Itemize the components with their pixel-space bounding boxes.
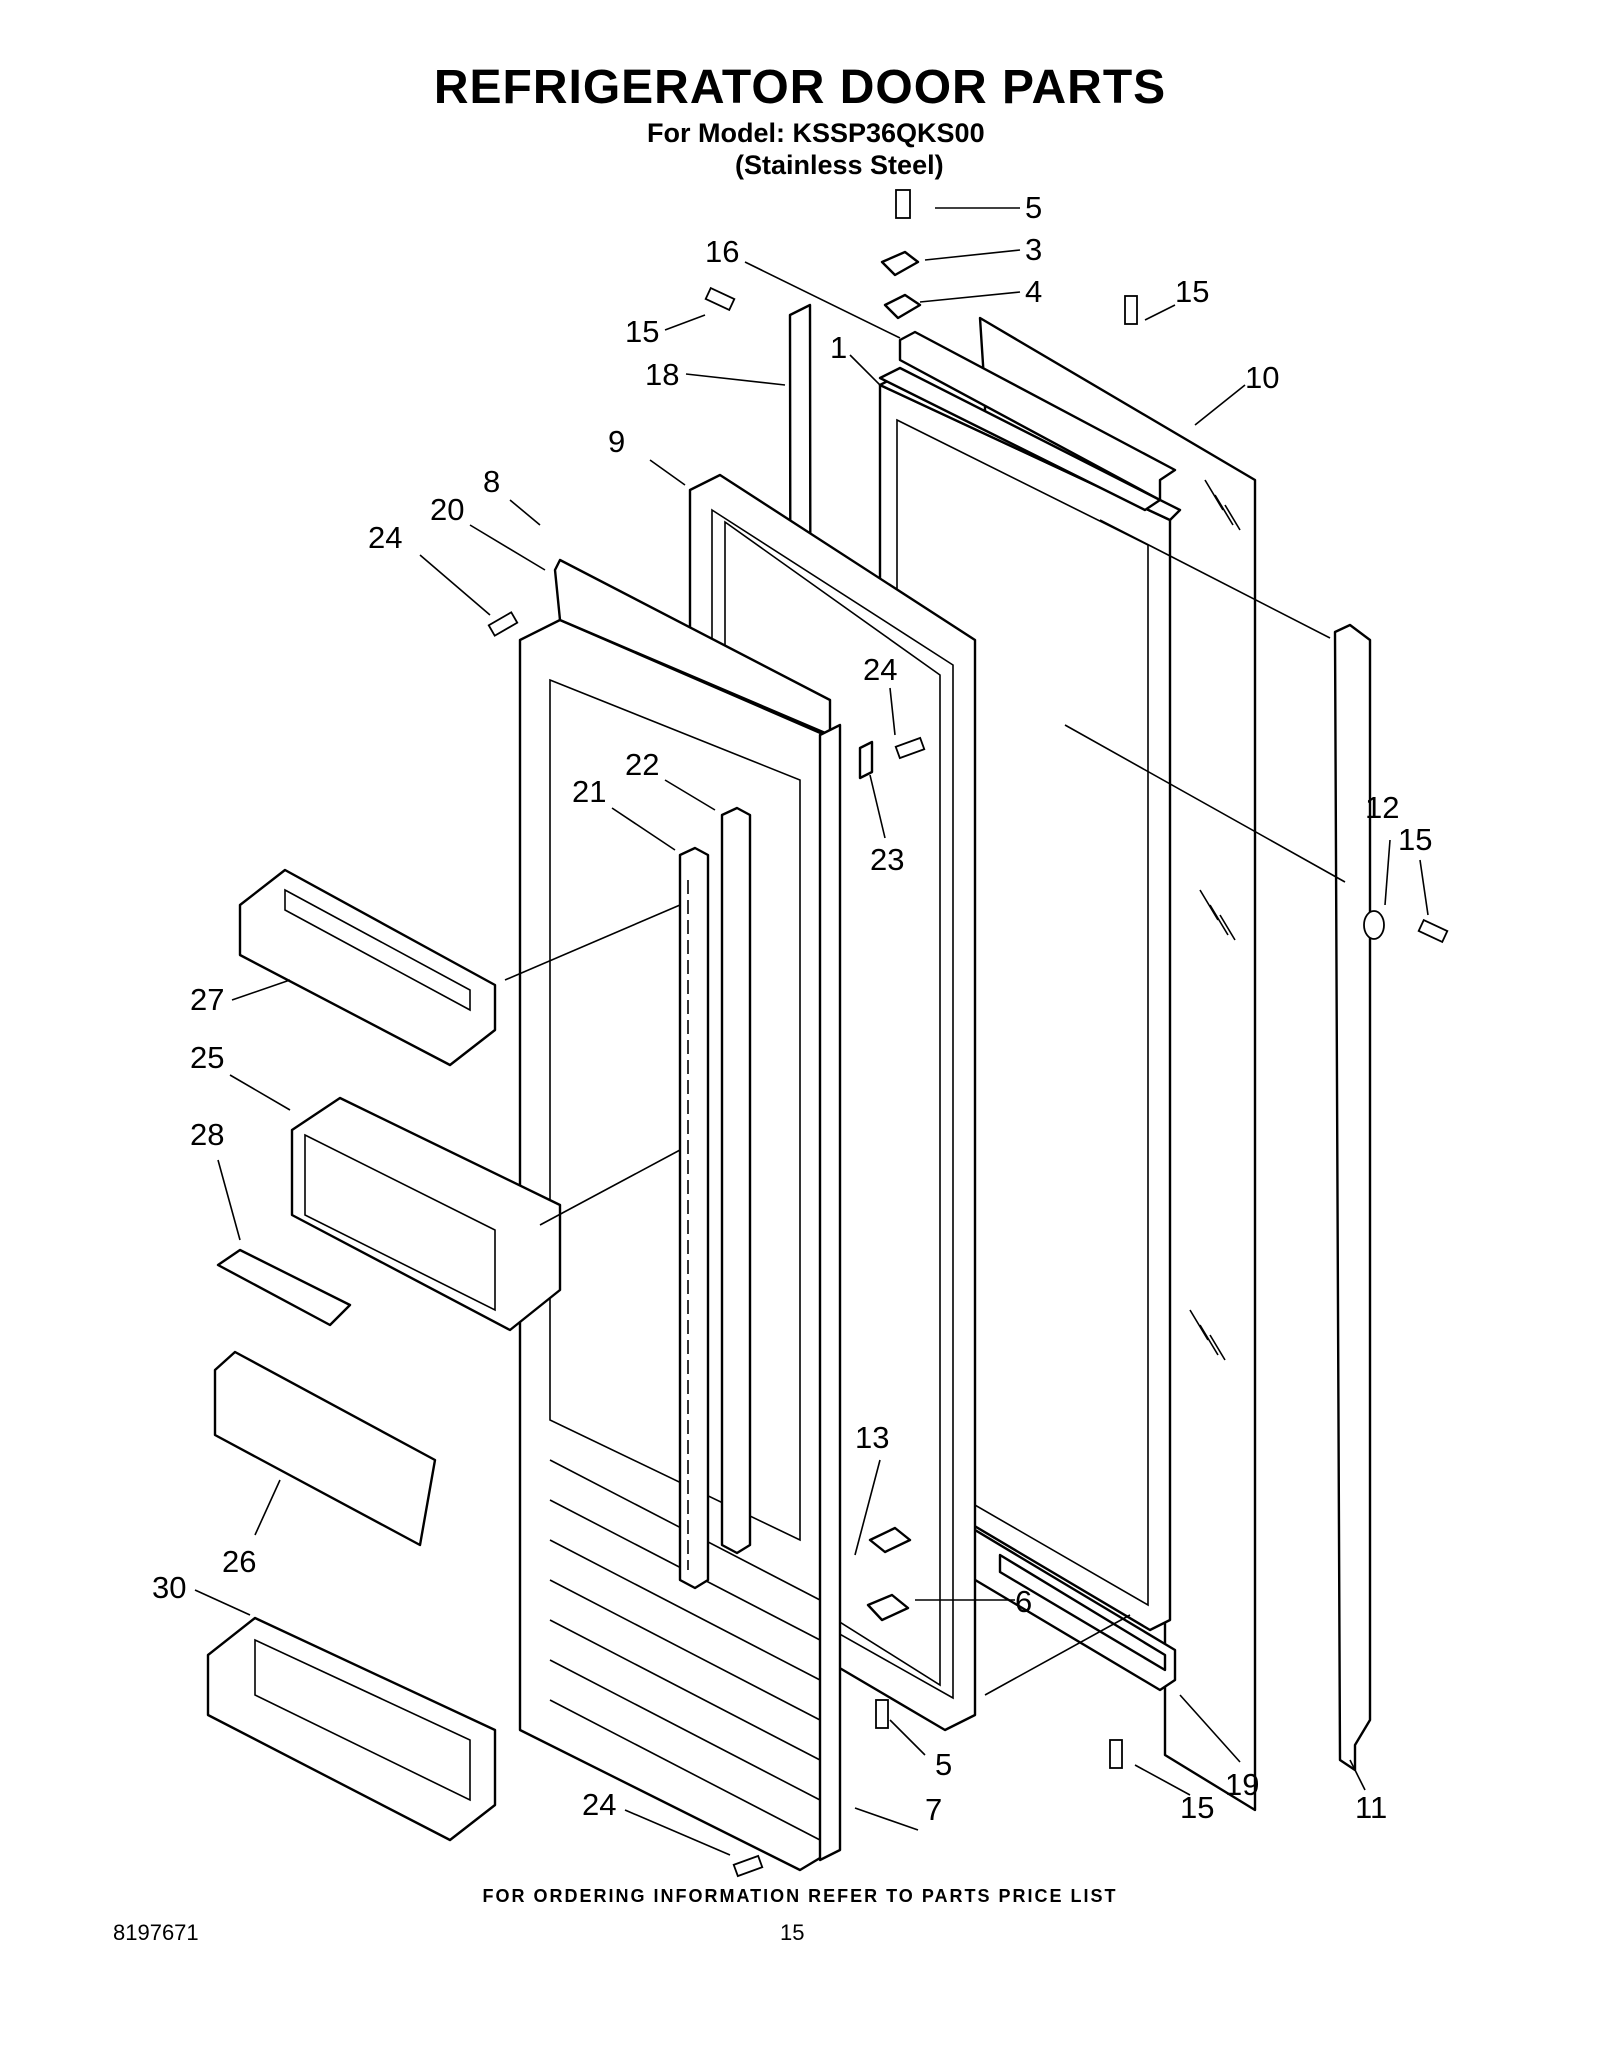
part-side-trim	[1333, 623, 1372, 1772]
callout-7: 7	[925, 1792, 942, 1827]
callout-6: 6	[1015, 1584, 1032, 1619]
callout-15-top-left: 15	[625, 314, 659, 349]
part-door-liner	[518, 558, 832, 1872]
callout-5-top: 5	[1025, 190, 1042, 225]
callout-15-bottom: 15	[1180, 1790, 1214, 1825]
model-number: For Model: KSSP36QKS00	[647, 118, 985, 148]
callout-10: 10	[1245, 360, 1279, 395]
callout-15-right: 15	[1398, 822, 1432, 857]
callout-19: 19	[1225, 1767, 1259, 1802]
callout-11: 11	[1355, 1790, 1387, 1825]
document-number: 8197671	[113, 1920, 199, 1945]
callout-21: 21	[572, 774, 606, 809]
callout-24-top-left: 24	[368, 520, 402, 555]
callout-9: 9	[608, 424, 625, 459]
callout-28: 28	[190, 1117, 224, 1152]
callout-22: 22	[625, 747, 659, 782]
callout-20: 20	[430, 492, 464, 527]
callout-5-bottom: 5	[935, 1747, 952, 1782]
callout-23: 23	[870, 842, 904, 877]
ordering-note: FOR ORDERING INFORMATION REFER TO PARTS …	[482, 1886, 1118, 1906]
leader-lines	[194, 207, 1429, 1856]
callout-13: 13	[855, 1420, 889, 1455]
callout-30: 30	[152, 1570, 186, 1605]
part-screws	[487, 189, 1449, 1878]
part-bottom-hinge	[866, 1526, 912, 1622]
part-bin-25	[290, 1096, 562, 1332]
page-title: REFRIGERATOR DOOR PARTS	[433, 61, 1167, 114]
part-bin-27	[238, 868, 497, 1067]
callout-8: 8	[483, 464, 500, 499]
callout-1: 1	[830, 330, 847, 365]
callout-16: 16	[705, 234, 739, 269]
part-top-bracket	[878, 330, 1177, 512]
part-bracket-23	[858, 740, 874, 780]
callout-4: 4	[1025, 274, 1042, 309]
callout-15-top-right: 15	[1175, 274, 1209, 309]
callout-3: 3	[1025, 232, 1042, 267]
callout-25: 25	[190, 1040, 224, 1075]
part-edge-strip	[818, 723, 842, 1862]
callout-27: 27	[190, 982, 224, 1017]
callout-24-middle: 24	[863, 652, 897, 687]
part-top-hinge	[880, 250, 922, 320]
callout-12: 12	[1365, 790, 1399, 825]
callout-18: 18	[645, 357, 679, 392]
part-bin-30	[206, 1616, 497, 1842]
model-variant: (Stainless Steel)	[735, 150, 944, 180]
page-number: 15	[780, 1920, 805, 1945]
callout-24-bottom: 24	[582, 1787, 616, 1822]
callout-26: 26	[222, 1544, 256, 1579]
part-tray-28	[216, 1248, 352, 1327]
callout-labels: 5 3 16 4 15 15 18 1 10 9 8 20 24 24 22 2…	[152, 190, 1432, 1827]
part-bin-26	[213, 1350, 437, 1547]
part-vertical-rails	[678, 806, 752, 1590]
